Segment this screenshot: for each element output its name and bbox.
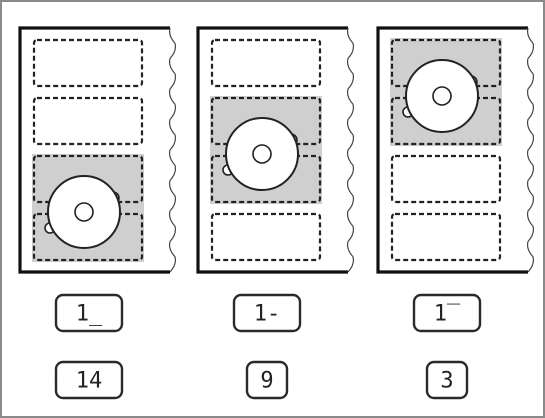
zone-slot <box>210 38 322 88</box>
cooking-pot-icon <box>402 59 479 133</box>
level-indicator-frame <box>425 360 469 400</box>
pot-knob-icon <box>432 86 452 106</box>
setting-indicator-text: 1‾ <box>434 302 461 327</box>
setting-indicator-text: 1- <box>254 302 281 327</box>
setting-indicator-frame <box>412 293 482 333</box>
zone-slot <box>210 212 322 262</box>
zone-frame <box>18 26 170 274</box>
zone-frame <box>376 26 528 274</box>
level-indicator-frame <box>245 360 289 400</box>
level-indicator: 3 <box>425 360 469 400</box>
zone-slot <box>390 154 502 204</box>
setting-indicator-text: 1_ <box>76 302 103 327</box>
zone-slot <box>390 212 502 262</box>
zone-panel-middle: 1- 9 <box>196 26 355 400</box>
torn-edge <box>168 27 177 273</box>
pot-knob-icon <box>252 144 272 164</box>
level-indicator-text: 3 <box>440 369 453 394</box>
zone-slot <box>32 96 144 146</box>
level-indicator: 9 <box>245 360 289 400</box>
level-indicator-text: 14 <box>76 369 103 394</box>
zone-panel-left: 1_ 14 <box>18 26 177 400</box>
setting-indicator: 1_ <box>54 293 124 333</box>
setting-indicator: 1‾ <box>412 293 482 333</box>
torn-edge <box>526 27 535 273</box>
torn-edge <box>346 27 355 273</box>
setting-indicator-frame <box>232 293 302 333</box>
zone-frame <box>196 26 348 274</box>
level-indicator: 14 <box>54 360 124 400</box>
pot-knob-icon <box>74 202 94 222</box>
setting-indicator-frame <box>54 293 124 333</box>
level-indicator-frame <box>54 360 124 400</box>
zone-panel-right: 1‾ 3 <box>376 26 535 400</box>
level-indicator-text: 9 <box>260 369 273 394</box>
zone-slot <box>32 38 144 88</box>
cooking-pot-icon <box>222 117 299 191</box>
setting-indicator: 1- <box>232 293 302 333</box>
cooking-pot-icon <box>44 175 121 249</box>
